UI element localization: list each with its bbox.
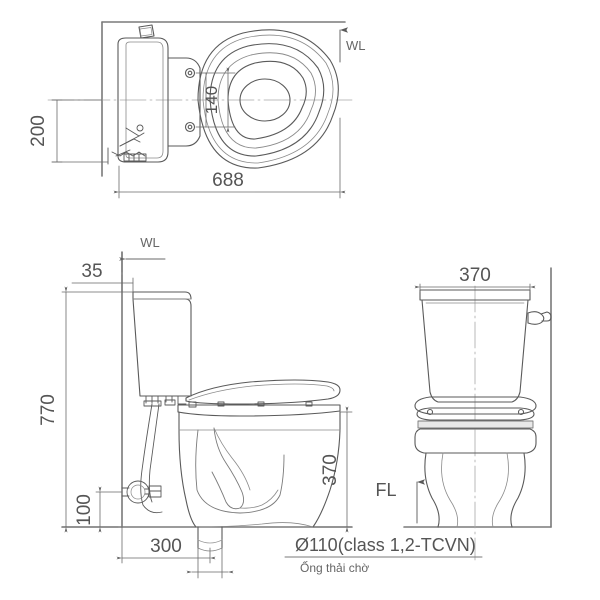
drain-caption-note: Ống thải chờ	[300, 560, 369, 575]
top-view-water-surface	[239, 78, 291, 122]
front-view-flush-handle	[527, 311, 552, 325]
top-view-dim-688-label: 688	[212, 170, 244, 191]
front-view-pedestal-right	[510, 452, 526, 528]
side-view-dim-770-label: 770	[38, 394, 59, 426]
front-view-bowl-rim	[414, 428, 537, 454]
side-view-trapway	[211, 427, 245, 510]
top-view-dim-140-group	[195, 67, 236, 133]
side-view-dim-100-group	[95, 486, 123, 533]
side-view-tank-fittings	[143, 395, 187, 407]
top-view-wl-label: WL	[346, 38, 366, 53]
side-view-dim-35-group	[71, 274, 134, 293]
top-view-flush-lever	[138, 24, 155, 39]
side-view-bowl-outer	[178, 411, 341, 528]
drain-spec-note: Ø110(class 1,2-TCVN)	[295, 535, 476, 555]
front-view-fl-label: FL	[375, 480, 396, 500]
top-view-bolt-hole-left	[184, 67, 196, 79]
front-view-pedestal-right-inner	[491, 452, 509, 528]
side-view-dim-370-label: 370	[320, 454, 341, 486]
side-view-trap-outlet	[239, 489, 279, 509]
top-view-dim-688-group	[113, 117, 346, 199]
top-view-tank-lid	[125, 41, 164, 159]
top-view-bolt-hole-left-center	[187, 70, 193, 76]
front-view-group: 370 FL	[375, 265, 552, 561]
side-view-trapway-inner	[213, 427, 251, 491]
side-view-drain-stub	[197, 526, 223, 552]
top-view-dim-200-group	[51, 99, 109, 163]
top-view-seat-ring-inner	[217, 52, 316, 149]
front-view-bumper-right	[517, 408, 525, 416]
top-view-neck-curve	[185, 57, 201, 147]
front-view-bumper-left	[426, 408, 434, 416]
front-view-seat-gap	[417, 420, 534, 429]
side-view-dim-100-label: 100	[74, 494, 95, 526]
side-view-supply-hose	[121, 403, 163, 514]
front-view-tank-body	[421, 299, 529, 403]
top-view-flush-lever-inner	[139, 27, 153, 37]
top-view-tank-outline	[117, 37, 169, 163]
top-view-bowl-outer	[197, 29, 339, 169]
front-view-pedestal-left	[424, 452, 440, 528]
side-view-tank-lid	[132, 291, 192, 300]
top-view-bowl-outer2	[202, 34, 334, 164]
side-view-seat-lid	[185, 379, 341, 405]
front-view-seat-ring	[416, 407, 535, 421]
side-view-seat-ring	[177, 404, 341, 417]
side-view-seat-lid-detail	[188, 383, 335, 401]
top-view-group: 140 200 688	[28, 21, 366, 199]
notes-group: Ø110(class 1,2-TCVN) Ống thải chờ	[284, 535, 483, 575]
side-view-wl-label: WL	[140, 235, 160, 250]
top-view-bolt-hole-right	[184, 121, 196, 133]
side-view-dim-370-group	[312, 406, 353, 533]
top-view-neck-edges	[167, 57, 187, 147]
side-view-dim-35-label: 35	[81, 261, 102, 282]
front-view-dim-370-group	[414, 283, 536, 293]
side-view-dim-pipe-group	[186, 547, 234, 579]
side-view-dim-300-group	[116, 526, 216, 564]
front-view-seat-lid	[414, 396, 537, 415]
top-view-dim-200-label: 200	[28, 115, 49, 147]
front-view-dim-370-label: 370	[459, 265, 491, 286]
side-view-pedestal-base	[195, 522, 314, 528]
top-view-supply-fitting	[107, 124, 147, 165]
side-view-seat-hardware	[188, 401, 313, 408]
front-view-pedestal-left-inner	[441, 452, 459, 528]
side-view-dim-770-group	[61, 286, 134, 533]
top-view-seat-ring-outer	[209, 43, 325, 157]
side-view-dim-300-label: 300	[150, 536, 182, 557]
top-view-bolt-hole-right-center	[187, 124, 193, 130]
side-view-bowl-interior	[195, 429, 285, 514]
side-view-tank-body	[132, 298, 192, 397]
top-view-bowl-opening	[227, 60, 307, 140]
top-view-dim-140-label: 140	[202, 86, 221, 114]
side-view-wl-marker	[119, 251, 166, 273]
side-view-group: 770 35 WL 100 300	[38, 235, 353, 579]
